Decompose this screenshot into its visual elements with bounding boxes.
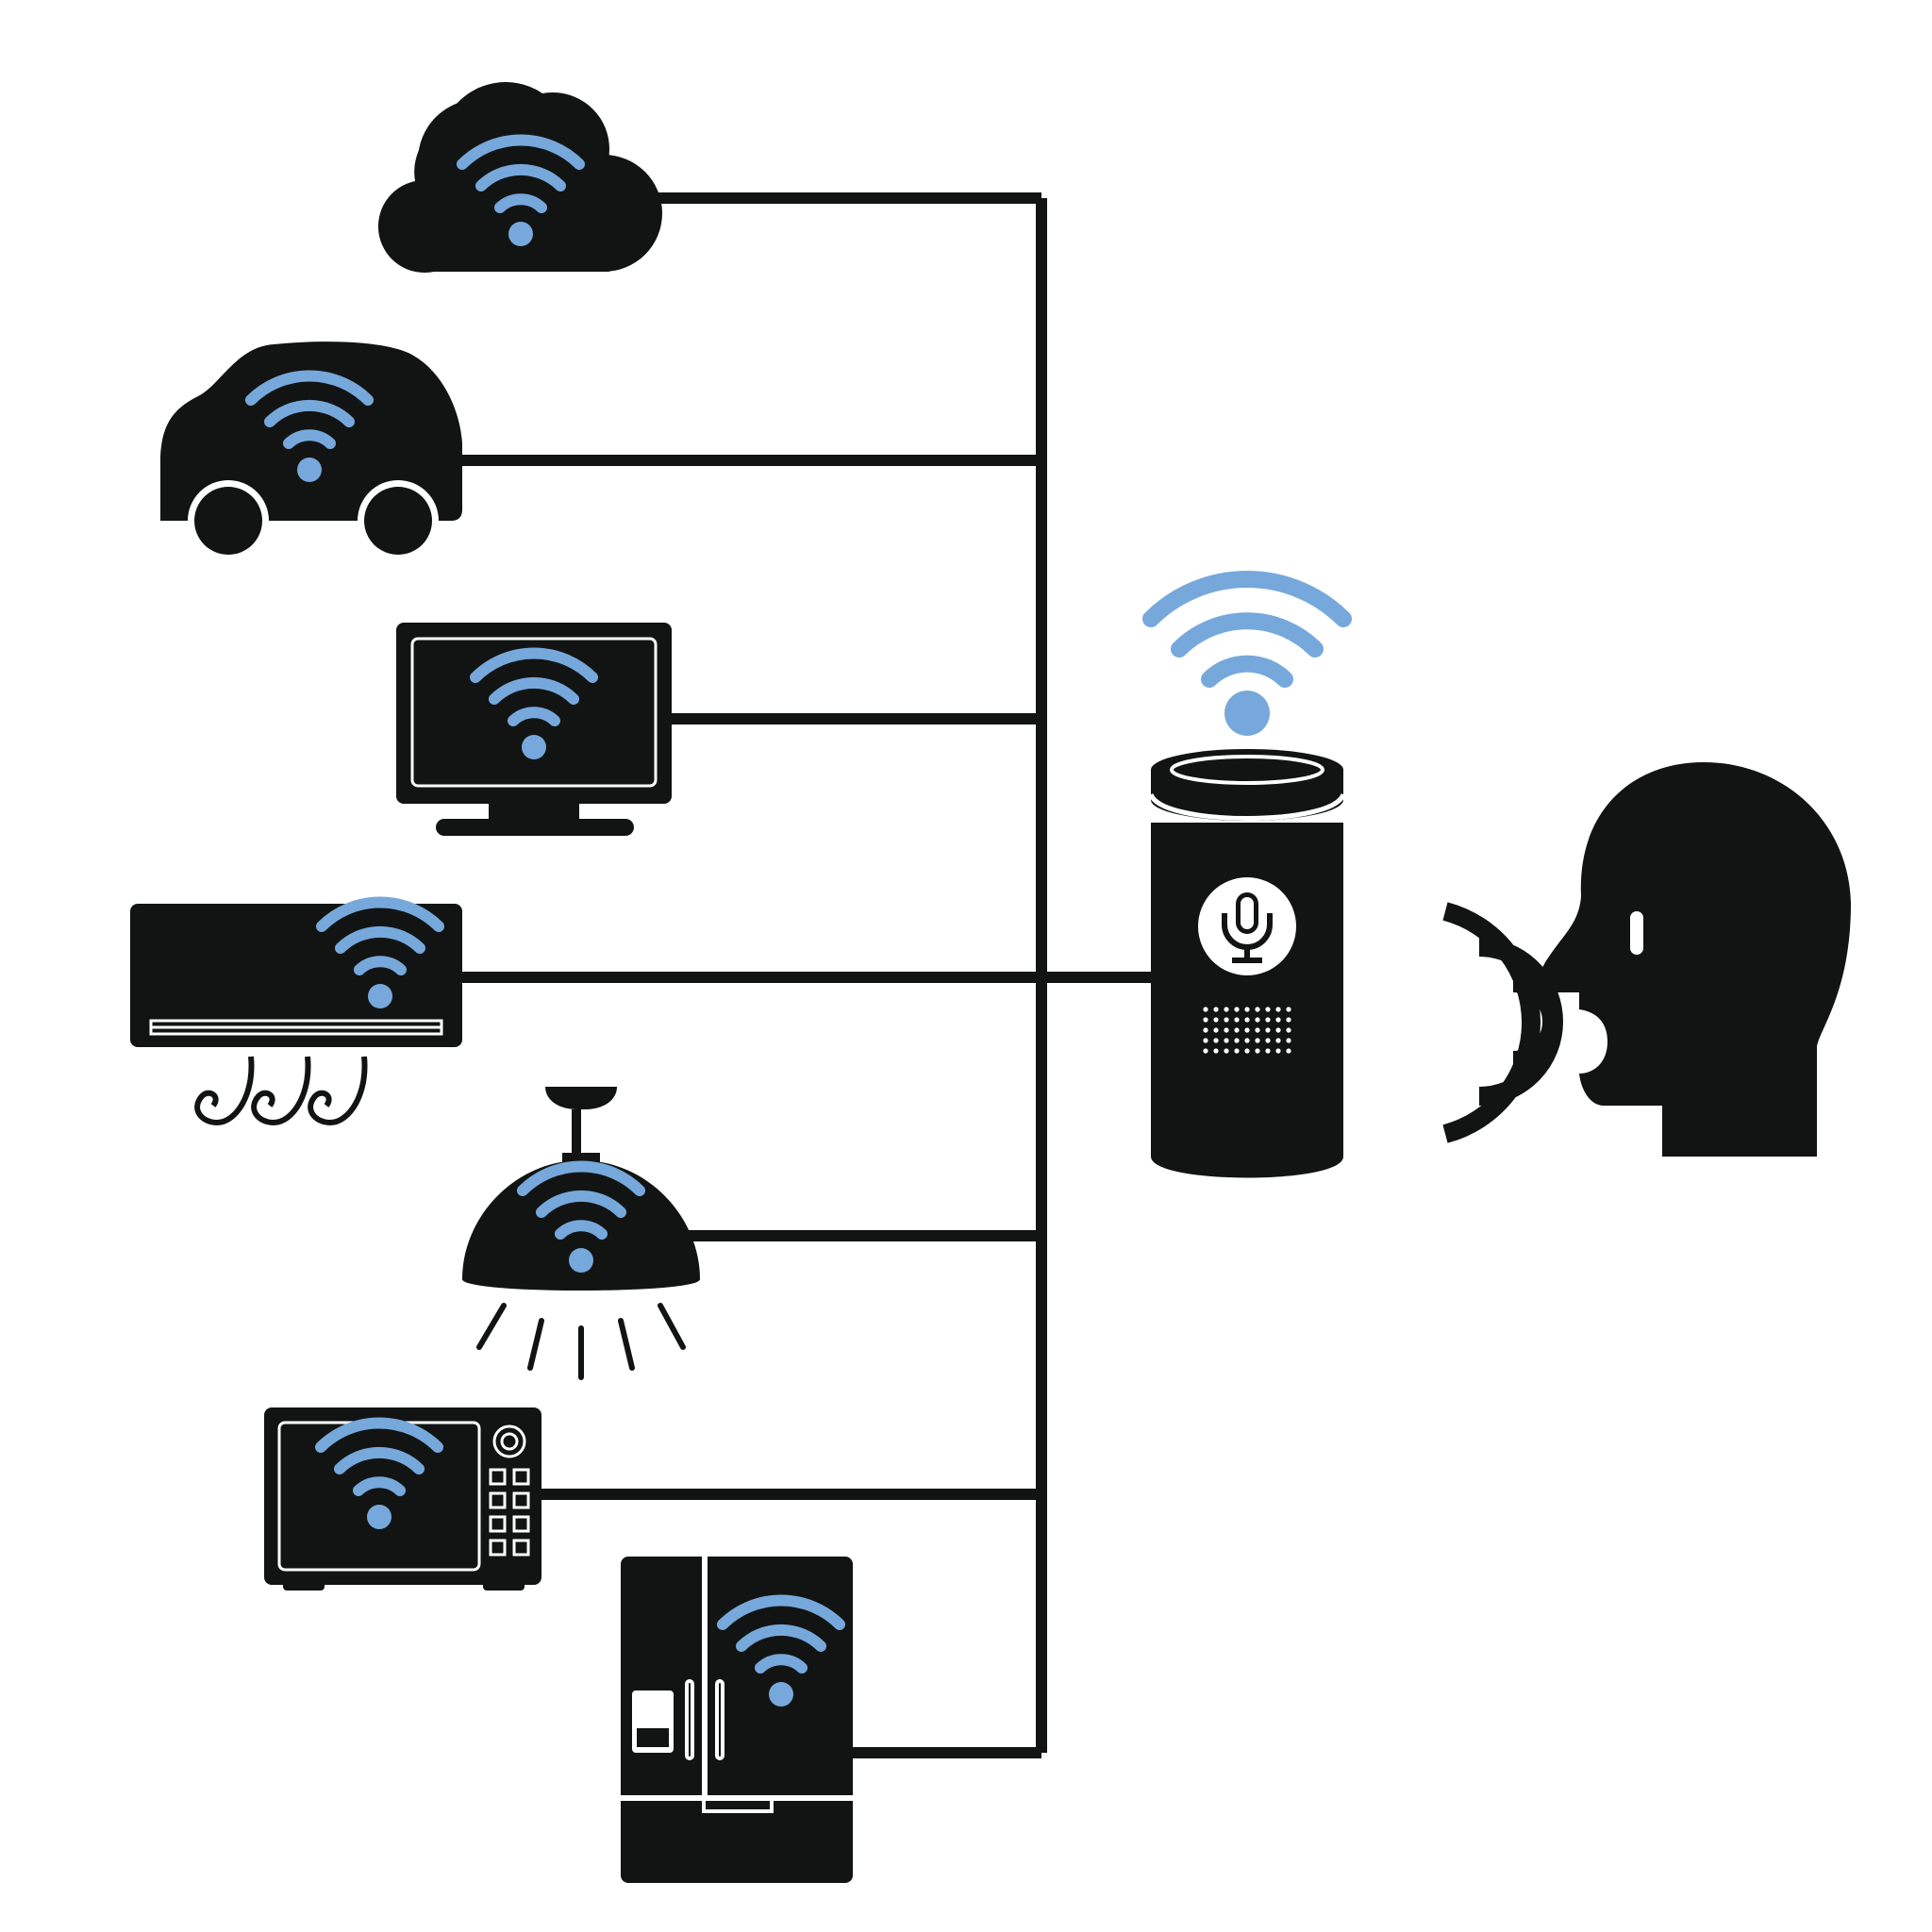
microphone-button[interactable] bbox=[1198, 877, 1296, 975]
ceiling-lamp-icon bbox=[462, 1087, 700, 1380]
grille-dot bbox=[1224, 1027, 1229, 1033]
speaker-wifi-icon bbox=[1142, 571, 1352, 736]
air-conditioner-icon bbox=[130, 902, 462, 1126]
grille-dot bbox=[1255, 1007, 1260, 1012]
person-head-icon bbox=[1539, 762, 1851, 1157]
smart-speaker-icon bbox=[1142, 571, 1352, 1178]
grille-dot bbox=[1275, 1017, 1281, 1023]
car-icon bbox=[160, 341, 462, 561]
microwave-icon bbox=[264, 1407, 541, 1591]
grille-dot bbox=[1286, 1048, 1291, 1054]
grille-dot bbox=[1244, 1017, 1250, 1023]
grille-dot bbox=[1213, 1038, 1219, 1043]
grille-dot bbox=[1255, 1038, 1260, 1043]
grille-dot bbox=[1213, 1017, 1219, 1023]
grille-dot bbox=[1265, 1048, 1271, 1054]
grille-dot bbox=[1234, 1038, 1240, 1043]
grille-dot bbox=[1265, 1027, 1271, 1033]
sound-waves-icon bbox=[1442, 902, 1563, 1143]
grille-dot bbox=[1244, 1038, 1250, 1043]
grille-dot bbox=[1265, 1017, 1271, 1023]
grille-dot bbox=[1244, 1027, 1250, 1033]
grille-dot bbox=[1224, 1048, 1229, 1054]
grille-dot bbox=[1244, 1048, 1250, 1054]
grille-dot bbox=[1203, 1007, 1208, 1012]
grille-dot bbox=[1286, 1027, 1291, 1033]
cloud-icon bbox=[377, 82, 662, 274]
airflow-icon bbox=[194, 1056, 368, 1126]
grille-dot bbox=[1275, 1027, 1281, 1033]
grille-dot bbox=[1265, 1038, 1271, 1043]
grille-dot bbox=[1234, 1007, 1240, 1012]
grille-dot bbox=[1275, 1007, 1281, 1012]
grille-dot bbox=[1203, 1048, 1208, 1054]
grille-dot bbox=[1224, 1007, 1229, 1012]
grille-dot bbox=[1286, 1007, 1291, 1012]
grille-dot bbox=[1213, 1048, 1219, 1054]
grille-dot bbox=[1244, 1007, 1250, 1012]
grille-dot bbox=[1275, 1038, 1281, 1043]
keypad bbox=[489, 1468, 530, 1557]
speaker-grille bbox=[1203, 1007, 1291, 1054]
grille-dot bbox=[1213, 1007, 1219, 1012]
grille-dot bbox=[1203, 1017, 1208, 1023]
grille-dot bbox=[1234, 1048, 1240, 1054]
grille-dot bbox=[1265, 1007, 1271, 1012]
grille-dot bbox=[1286, 1038, 1291, 1043]
light-rays-icon bbox=[476, 1303, 686, 1380]
grille-dot bbox=[1234, 1017, 1240, 1023]
grille-dot bbox=[1255, 1027, 1260, 1033]
connection-lines bbox=[460, 192, 1153, 1758]
grille-dot bbox=[1255, 1017, 1260, 1023]
grille-dot bbox=[1203, 1038, 1208, 1043]
grille-dot bbox=[1224, 1038, 1229, 1043]
grille-dot bbox=[1286, 1017, 1291, 1023]
grille-dot bbox=[1224, 1017, 1229, 1023]
grille-dot bbox=[1234, 1027, 1240, 1033]
grille-dot bbox=[1213, 1027, 1219, 1033]
tv-icon bbox=[396, 623, 672, 836]
refrigerator-icon bbox=[621, 1557, 853, 1883]
microphone-icon bbox=[1222, 892, 1273, 963]
grille-dot bbox=[1255, 1048, 1260, 1054]
grille-dot bbox=[1203, 1027, 1208, 1033]
grille-dot bbox=[1275, 1048, 1281, 1054]
